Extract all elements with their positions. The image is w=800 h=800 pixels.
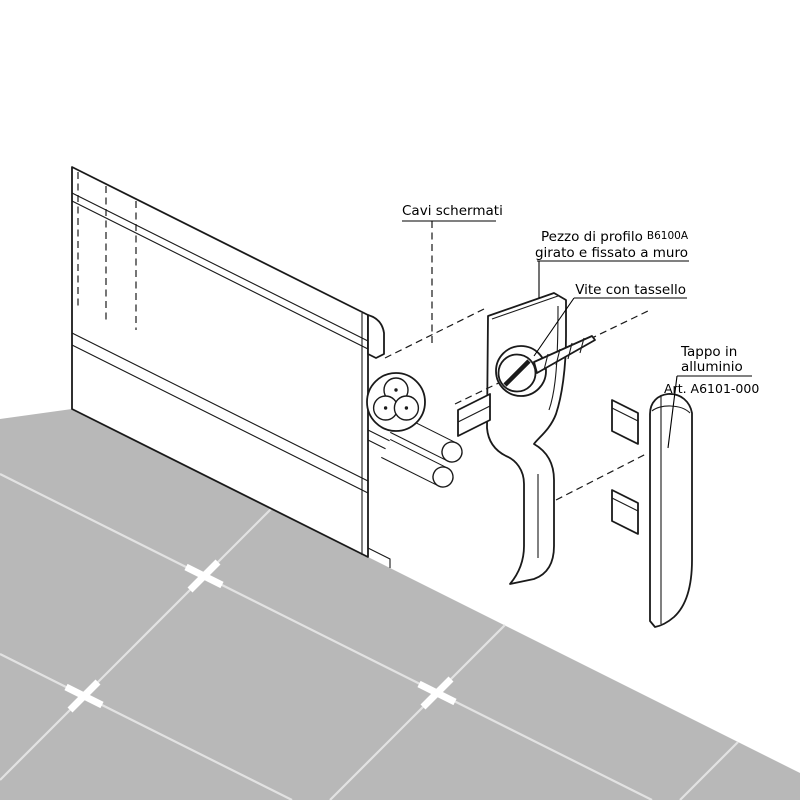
fixing-clips bbox=[611, 399, 639, 535]
floor-surface bbox=[0, 409, 800, 800]
label-cavi-schermati: Cavi schermati bbox=[402, 203, 503, 219]
profile-foot-step bbox=[367, 547, 391, 568]
shielded-cable bbox=[366, 372, 426, 432]
piece-shelf-flange bbox=[457, 393, 491, 437]
tile-corner-marks bbox=[64, 559, 457, 713]
clip bbox=[611, 489, 639, 535]
cutaway-section-dashes bbox=[77, 172, 137, 330]
floor-tiles bbox=[0, 409, 800, 800]
leader-tappo-drop bbox=[667, 375, 678, 449]
leader-vite-drop bbox=[533, 297, 575, 357]
screw-with-plug bbox=[495, 335, 596, 397]
leader-lines bbox=[402, 220, 752, 449]
label-vite-con-tassello: Vite con tassello bbox=[575, 282, 686, 298]
clip bbox=[611, 399, 639, 445]
screw-threads bbox=[543, 337, 585, 371]
piece-body bbox=[486, 292, 567, 585]
aluminium-end-cap bbox=[649, 393, 693, 628]
cable-end bbox=[432, 466, 454, 488]
label-profile-code: B6100A bbox=[647, 230, 689, 242]
screw-slot bbox=[503, 359, 531, 387]
alignment-dash-piece-to-cap bbox=[555, 452, 649, 501]
profile-face bbox=[71, 166, 369, 558]
label-tappo-line2: alluminio bbox=[681, 359, 743, 375]
label-girato-fissato: girato e fissato a muro bbox=[535, 245, 688, 261]
cable-round bbox=[381, 438, 454, 488]
alignment-dash-profile-to-piece bbox=[384, 308, 485, 359]
label-tappo-line1: Tappo in bbox=[680, 344, 737, 360]
tile-grout-lines bbox=[0, 473, 739, 800]
label-article-number: Art. A6101-000 bbox=[664, 381, 759, 396]
screw-shank bbox=[533, 335, 596, 374]
turned-profile-piece bbox=[457, 292, 567, 585]
profile-end-lip bbox=[367, 314, 385, 359]
cap-body bbox=[649, 393, 693, 628]
cable-end bbox=[441, 441, 463, 463]
